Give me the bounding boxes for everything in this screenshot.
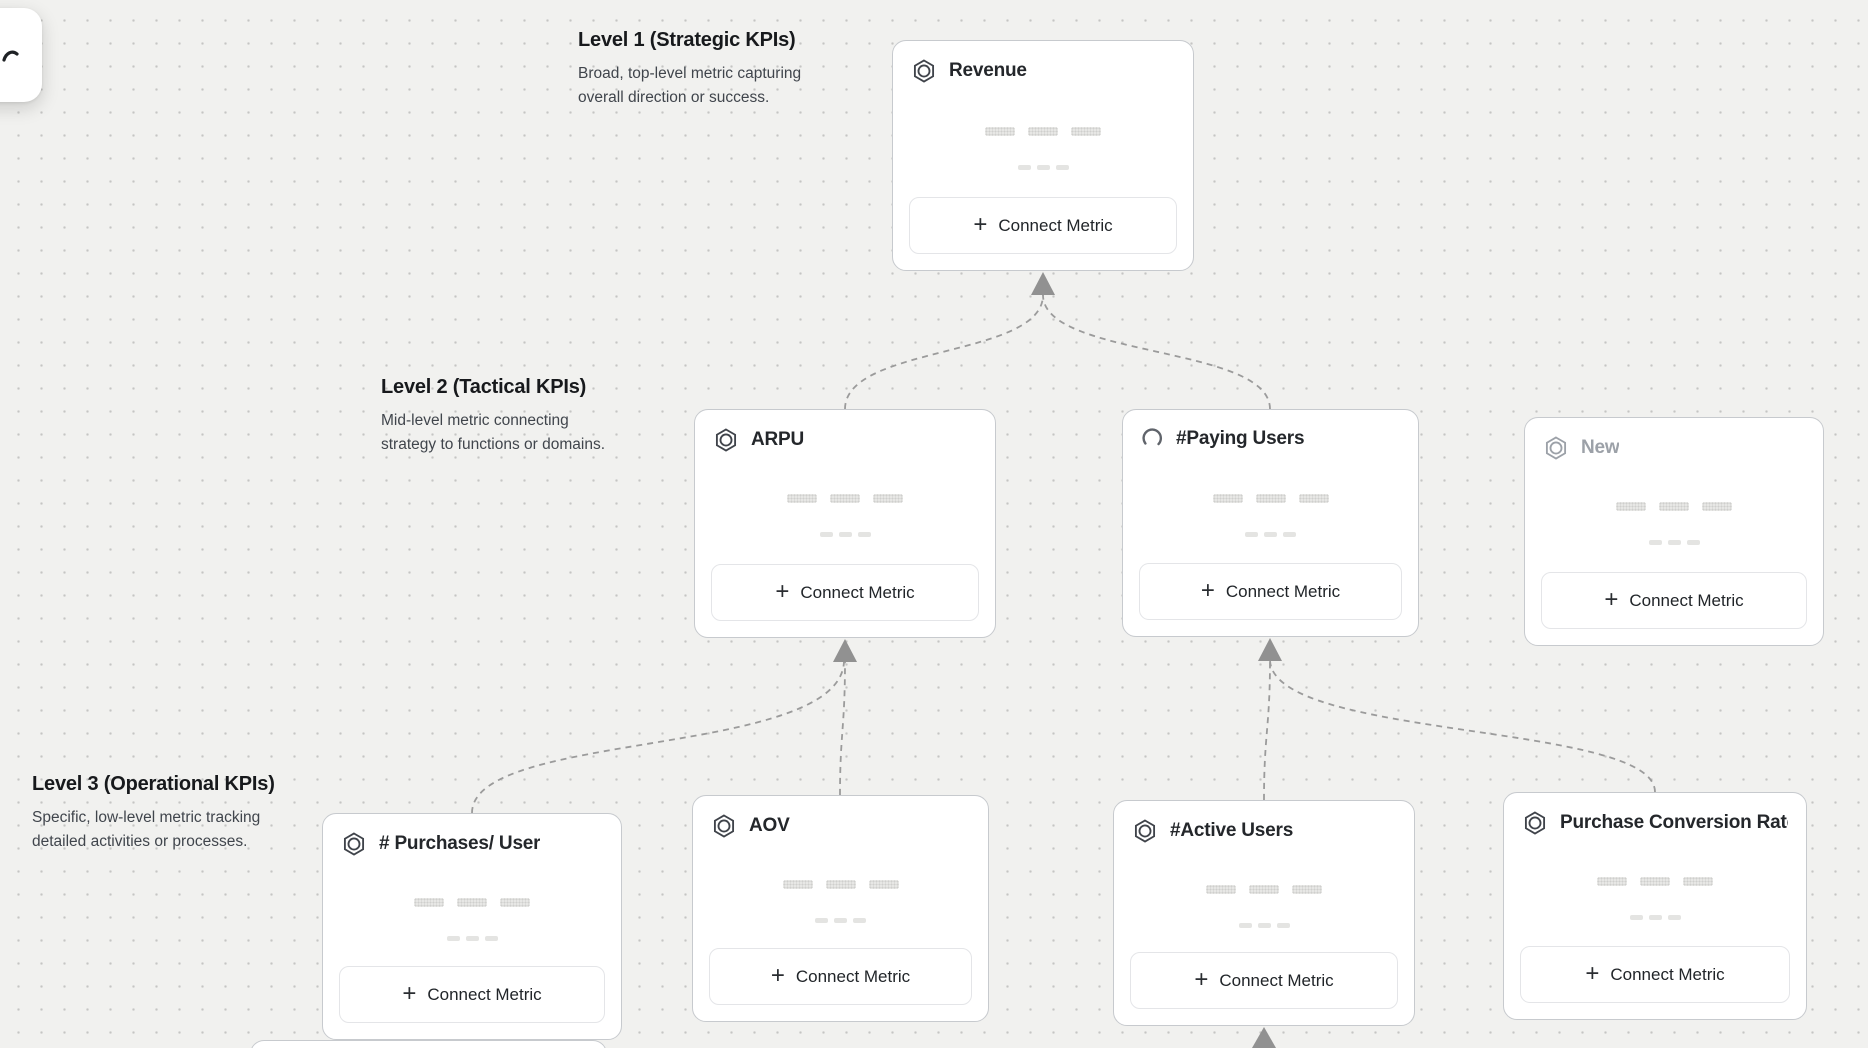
metric-card-paying-users[interactable]: #Paying Users + Connect Metric <box>1122 409 1419 637</box>
metric-card-purchases-per-user[interactable]: # Purchases/ User + Connect Metric <box>322 813 622 1040</box>
metric-card-active-users[interactable]: #Active Users + Connect Metric <box>1113 800 1415 1026</box>
card-header: ARPU <box>695 410 995 453</box>
level-2-title: Level 2 (Tactical KPIs) <box>381 376 587 398</box>
connect-metric-button[interactable]: + Connect Metric <box>1139 563 1402 620</box>
hexagon-metric-icon <box>1132 818 1158 844</box>
connect-metric-label: Connect Metric <box>795 966 911 986</box>
plus-icon: + <box>402 979 417 1007</box>
hexagon-metric-icon <box>341 831 367 857</box>
metric-card-new[interactable]: New + Connect Metric <box>1524 417 1824 646</box>
card-header: #Paying Users <box>1123 410 1418 450</box>
level-3-heading: Level 3 (Operational KPIs) Specific, low… <box>32 772 282 854</box>
connect-metric-button[interactable]: + Connect Metric <box>909 197 1177 254</box>
connect-metric-button[interactable]: + Connect Metric <box>1130 952 1398 1009</box>
metric-card-revenue[interactable]: Revenue + Connect Metric <box>892 40 1194 271</box>
card-header: New <box>1525 418 1823 461</box>
level-2-heading: Level 2 (Tactical KPIs) Mid-level metric… <box>381 375 617 457</box>
connect-metric-label: Connect Metric <box>427 984 542 1004</box>
card-title: # Purchases/ User <box>379 833 541 854</box>
connect-metric-button[interactable]: + Connect Metric <box>1541 572 1807 629</box>
card-header: # Purchases/ User <box>323 814 621 857</box>
connect-metric-label: Connect Metric <box>1629 590 1744 610</box>
connect-metric-label: Connect Metric <box>998 215 1113 235</box>
plus-icon: + <box>1604 585 1619 613</box>
level-3-description: Specific, low-level metric tracking deta… <box>32 809 261 850</box>
card-header: #Active Users <box>1114 801 1414 844</box>
level-2-description: Mid-level metric connecting strategy to … <box>381 412 606 453</box>
hexagon-metric-icon <box>1543 435 1569 461</box>
card-title: New <box>1581 437 1620 458</box>
hexagon-metric-icon <box>1522 810 1548 836</box>
connect-metric-button[interactable]: + Connect Metric <box>339 966 605 1023</box>
plus-icon: + <box>1200 576 1215 604</box>
connect-metric-button[interactable]: + Connect Metric <box>1520 946 1790 1003</box>
plus-icon: + <box>1585 959 1600 987</box>
connect-metric-button[interactable]: + Connect Metric <box>709 948 972 1005</box>
hexagon-metric-icon <box>911 58 937 84</box>
spinner-icon <box>1141 427 1164 450</box>
card-title: #Active Users <box>1170 820 1294 841</box>
connect-metric-button[interactable]: + Connect Metric <box>711 564 979 621</box>
card-title: #Paying Users <box>1176 427 1305 449</box>
card-header: Purchase Conversion Rate <box>1504 793 1806 836</box>
plus-icon: + <box>775 577 790 605</box>
card-title: Purchase Conversion Rate <box>1560 812 1788 833</box>
partial-metric-card[interactable] <box>250 1040 607 1048</box>
toolbar-panel[interactable] <box>0 8 42 102</box>
hexagon-metric-icon <box>711 813 737 839</box>
level-1-title: Level 1 (Strategic KPIs) <box>578 29 796 51</box>
hexagon-metric-icon <box>713 427 739 453</box>
metric-card-arpu[interactable]: ARPU + Connect Metric <box>694 409 996 638</box>
connect-metric-label: Connect Metric <box>1610 964 1725 984</box>
card-title: AOV <box>749 815 790 836</box>
card-header: Revenue <box>893 41 1193 84</box>
level-3-title: Level 3 (Operational KPIs) <box>32 773 275 795</box>
plus-icon: + <box>770 961 785 989</box>
metric-card-aov[interactable]: AOV + Connect Metric <box>692 795 989 1022</box>
level-1-description: Broad, top-level metric capturing overal… <box>578 65 802 106</box>
connect-metric-label: Connect Metric <box>1225 581 1341 601</box>
card-header: AOV <box>693 796 988 839</box>
plus-icon: + <box>973 210 988 238</box>
partial-cursor-icon <box>2 50 19 62</box>
plus-icon: + <box>1194 965 1209 993</box>
connect-metric-label: Connect Metric <box>1219 970 1334 990</box>
card-title: ARPU <box>751 429 805 450</box>
metric-card-purchase-conversion-rate[interactable]: Purchase Conversion Rate + Connect Metri… <box>1503 792 1807 1020</box>
connect-metric-label: Connect Metric <box>800 582 915 602</box>
card-title: Revenue <box>949 60 1027 81</box>
level-1-heading: Level 1 (Strategic KPIs) Broad, top-leve… <box>578 28 818 110</box>
